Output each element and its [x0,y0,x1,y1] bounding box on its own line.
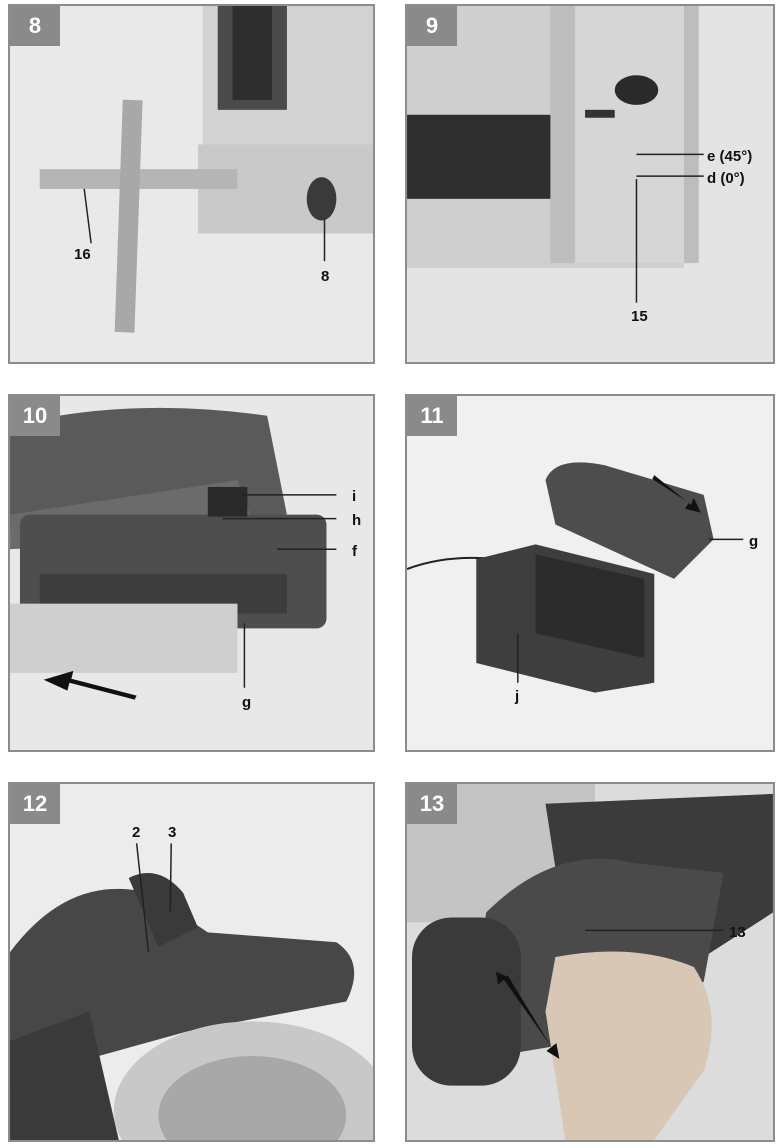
callout-label: 15 [631,308,648,325]
callout-label: d (0°) [707,170,745,187]
figure-number: 10 [10,396,60,436]
figure-11: 11 g j [405,394,775,752]
callout-label: i [352,488,357,505]
callout-label: 13 [729,924,746,941]
callout-label: 8 [321,268,330,285]
figure-9: 9 e (45°) d (0°) 15 [405,4,775,364]
callout-label: f [352,543,357,560]
figure-number: 8 [10,6,60,46]
callout-label: 3 [168,824,177,841]
figure-11-photo [407,396,773,750]
figure-9-photo [407,6,773,362]
figure-13: 13 13 [405,782,775,1142]
figure-number: 12 [10,784,60,824]
figure-12-photo [10,784,373,1140]
callout-label: g [242,694,252,711]
figure-8: 8 16 8 [8,4,375,364]
callout-label: h [352,512,362,529]
figure-13-photo [407,784,773,1140]
callout-label: g [749,533,759,550]
callout-label: 2 [132,824,141,841]
callout-label: j [515,688,520,705]
figure-number: 13 [407,784,457,824]
callout-label: e (45°) [707,148,753,165]
figure-10-photo [10,396,373,750]
figure-8-photo [10,6,373,362]
callout-label: 16 [74,246,91,263]
figure-number: 9 [407,6,457,46]
figure-10: 10 i h f g [8,394,375,752]
figure-12: 12 2 3 [8,782,375,1142]
figure-number: 11 [407,396,457,436]
